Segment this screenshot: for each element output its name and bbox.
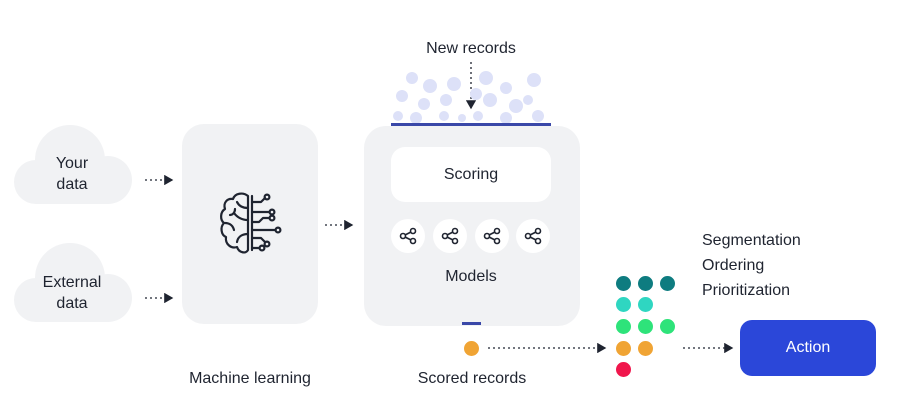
share-icon xyxy=(524,227,542,245)
scored-records-label: Scored records xyxy=(417,370,527,387)
model-share-icon-4 xyxy=(516,219,550,253)
scoring-input-bar xyxy=(391,123,551,127)
record-dot-red xyxy=(616,362,631,377)
outcome-prioritization: Prioritization xyxy=(702,282,791,299)
action-label: Action xyxy=(785,339,831,356)
your-data-cloud xyxy=(14,125,132,204)
outcome-ordering: Ordering xyxy=(702,257,765,274)
record-dot-teal-dark xyxy=(616,276,631,291)
models-label: Models xyxy=(445,268,497,285)
external-data-cloud xyxy=(14,243,132,322)
machine-learning-label: Machine learning xyxy=(189,370,311,387)
action-button[interactable]: Action xyxy=(740,320,876,376)
record-dot-green xyxy=(638,319,653,334)
record-dot-teal-light xyxy=(616,297,631,312)
models-output-bar xyxy=(462,322,481,325)
machine-learning-card xyxy=(182,124,318,324)
outcome-segmentation: Segmentation xyxy=(702,232,801,249)
record-dot-teal-dark xyxy=(660,276,675,291)
outcomes-list: Segmentation Ordering Prioritization xyxy=(702,228,801,303)
share-icon xyxy=(399,227,417,245)
model-share-icon-3 xyxy=(475,219,509,253)
share-icon xyxy=(483,227,501,245)
record-dot-green xyxy=(616,319,631,334)
model-share-icon-1 xyxy=(391,219,425,253)
scoring-label: Scoring xyxy=(443,166,499,183)
brain-circuit-icon xyxy=(220,192,282,254)
your-data-label: Your data xyxy=(55,155,89,193)
share-icon xyxy=(441,227,459,245)
external-data-label: External data xyxy=(42,274,102,312)
record-dot-teal-light xyxy=(638,297,653,312)
new-records-label: New records xyxy=(426,40,516,57)
record-dot-orange xyxy=(638,341,653,356)
scored-record-dot xyxy=(464,341,479,356)
model-share-icon-2 xyxy=(433,219,467,253)
new-records-bubbles xyxy=(393,71,544,124)
scoring-box: Scoring xyxy=(391,147,551,202)
record-dot-green xyxy=(660,319,675,334)
record-dot-teal-dark xyxy=(638,276,653,291)
record-dot-orange xyxy=(616,341,631,356)
